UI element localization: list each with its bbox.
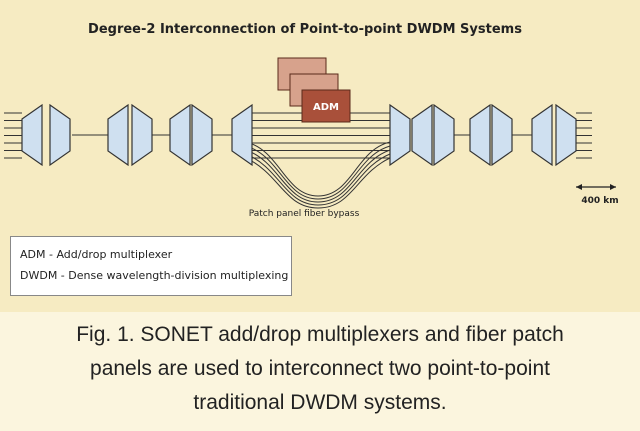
dwdm-mux: [107, 103, 129, 167]
caption-line-1: Fig. 1. SONET add/drop multiplexers and …: [76, 323, 564, 346]
dwdm-mux: [531, 103, 553, 167]
dwdm-mux: [21, 103, 43, 167]
adm-box-front: [301, 89, 351, 123]
dwdm-mux: [411, 103, 433, 167]
dwdm-mux: [491, 103, 513, 167]
adm-label: ADM: [313, 102, 339, 113]
caption-line-2: panels are used to interconnect two poin…: [90, 357, 550, 380]
dwdm-mux: [131, 103, 153, 167]
patch-bypass-fiber: [245, 141, 391, 197]
fiber-lines: [4, 112, 592, 209]
dwdm-mux: [469, 103, 491, 167]
distance-label: 400 km: [581, 196, 618, 206]
patch-bypass-fiber: [245, 149, 391, 203]
dwdm-mux: [231, 103, 253, 167]
dwdm-diagram: Degree-2 Interconnection of Point-to-poi…: [4, 22, 619, 219]
legend-box: ADM - Add/drop multiplexer DWDM - Dense …: [10, 236, 292, 296]
dwdm-mux: [555, 103, 577, 167]
diagram-title: Degree-2 Interconnection of Point-to-poi…: [88, 22, 522, 37]
distance-arrow: [576, 184, 616, 190]
figure-caption: Fig. 1. SONET add/drop multiplexers and …: [0, 318, 640, 420]
dwdm-mux: [169, 103, 191, 167]
caption-line-3: traditional DWDM systems.: [193, 391, 447, 414]
dwdm-mux: [49, 103, 71, 167]
patch-panel-label: Patch panel fiber bypass: [249, 209, 360, 219]
dwdm-mux: [433, 103, 455, 167]
adm-stack: ADM: [277, 57, 351, 123]
dwdm-mux: [389, 103, 411, 167]
mux-group: [21, 103, 577, 167]
dwdm-mux: [191, 103, 213, 167]
patch-bypass-fiber: [245, 157, 391, 209]
legend-item-dwdm: DWDM - Dense wavelength-division multipl…: [20, 269, 289, 282]
legend-item-adm: ADM - Add/drop multiplexer: [20, 248, 173, 261]
patch-bypass-fiber: [245, 145, 391, 200]
patch-bypass-fiber: [245, 153, 391, 206]
